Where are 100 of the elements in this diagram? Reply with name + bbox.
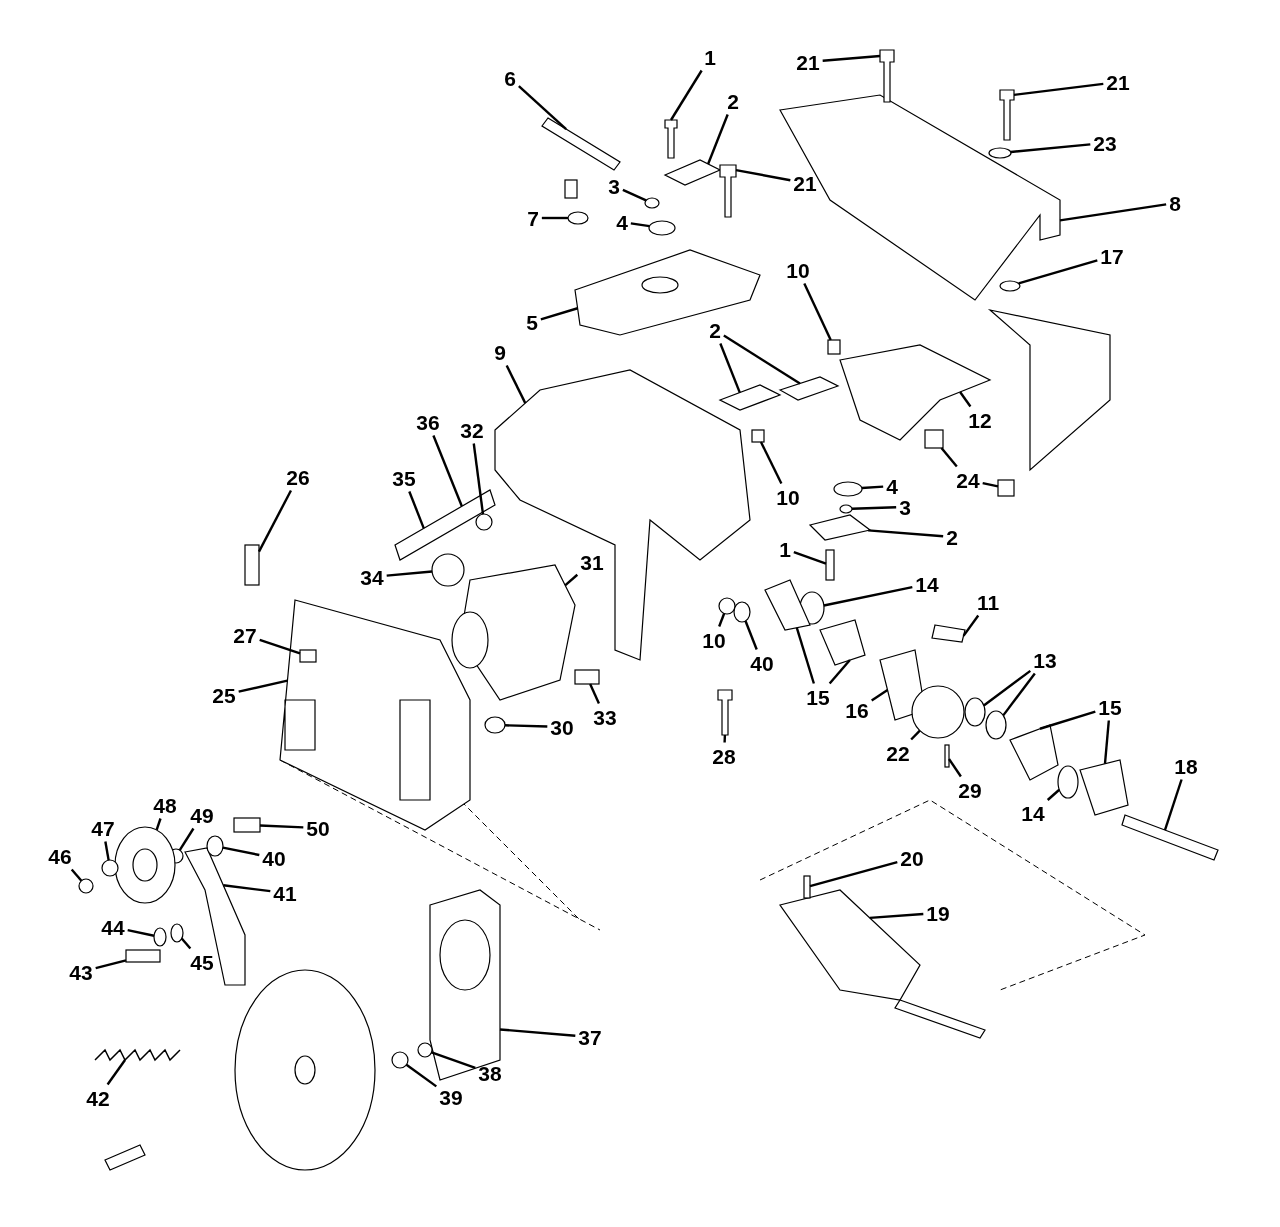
leader-line [518, 85, 567, 130]
callout-number: 21 [792, 171, 818, 195]
callout-number: 23 [1092, 131, 1118, 155]
leader-line [868, 529, 944, 538]
sprocket [431, 553, 465, 587]
wheel [234, 969, 376, 1171]
callout-number: 12 [967, 408, 993, 432]
housing [494, 369, 751, 661]
leader-line [793, 551, 827, 565]
callout-number: 16 [844, 698, 870, 722]
callout-number: 27 [232, 623, 258, 647]
washer [170, 923, 184, 943]
bolt [125, 949, 161, 963]
callout-number: 40 [261, 846, 287, 870]
leader-line [983, 669, 1032, 707]
callout-number: 10 [701, 628, 727, 652]
clamp-plate [808, 514, 872, 541]
bearing-cone [1009, 724, 1059, 781]
leader-line [1013, 82, 1104, 97]
idler-arm [184, 847, 246, 986]
callout-number: 8 [1168, 191, 1182, 215]
leader-line [723, 734, 727, 743]
leader-line [851, 506, 897, 510]
leader-line [735, 168, 791, 182]
callout-number: 44 [100, 915, 126, 939]
leader-line [823, 585, 913, 607]
pin [541, 117, 621, 171]
shaft [1121, 814, 1219, 861]
callout-number: 26 [285, 465, 311, 489]
callout-number: 28 [711, 744, 737, 768]
leader-line [155, 818, 162, 831]
bolt [931, 624, 966, 643]
spring [94, 1048, 181, 1062]
washer [417, 1042, 433, 1058]
leader-line [940, 447, 958, 468]
nut [997, 479, 1015, 497]
bolt [574, 669, 600, 685]
leader-line [405, 1063, 438, 1088]
leader-line [718, 613, 726, 627]
callout-number: 41 [272, 881, 298, 905]
leader-line [238, 679, 288, 693]
callout-number: 45 [189, 950, 215, 974]
bolt [104, 1144, 146, 1171]
callout-number: 42 [85, 1086, 111, 1110]
shaft [894, 999, 986, 1039]
callout-number: 35 [391, 466, 417, 490]
callout-number: 46 [47, 844, 73, 868]
leader-line [259, 824, 304, 829]
sprocket [475, 513, 493, 531]
callout-number: 24 [955, 468, 981, 492]
bearing-cone [764, 579, 811, 631]
callout-number: 4 [615, 210, 629, 234]
callout-number: 32 [459, 418, 485, 442]
bearing-cone [1079, 759, 1129, 816]
leader-line [541, 216, 568, 220]
callout-number: 19 [925, 901, 951, 925]
washer [206, 835, 224, 857]
pulley [114, 826, 176, 904]
callout-number: 40 [749, 651, 775, 675]
callout-number: 15 [805, 685, 831, 709]
leader-line [707, 114, 729, 165]
leader-line [982, 481, 999, 488]
bearing [1057, 765, 1079, 799]
leader-line [180, 937, 192, 950]
bolt [244, 544, 260, 586]
clamp-plate [663, 159, 722, 186]
callout-number: 34 [359, 565, 385, 589]
washer [733, 601, 751, 623]
nut [924, 429, 944, 449]
leader-line [223, 884, 271, 893]
bolt [233, 817, 261, 833]
bolt [879, 49, 895, 103]
leader-line [1039, 710, 1096, 730]
washer [648, 220, 676, 236]
leader-line [432, 435, 463, 507]
clamp-plate [718, 384, 782, 411]
washer [833, 481, 863, 497]
leader-line [795, 627, 815, 684]
washer [567, 211, 589, 225]
leader-line [222, 846, 260, 857]
nut [484, 716, 506, 734]
leader-line [723, 334, 801, 385]
washer [985, 710, 1007, 740]
leader-line [259, 638, 301, 655]
leader-line [910, 729, 921, 741]
leader-line [1059, 203, 1167, 222]
callout-number: 21 [795, 50, 821, 74]
leader-line [809, 860, 898, 888]
callout-number: 39 [438, 1085, 464, 1109]
leader-line [759, 441, 783, 485]
washer [153, 927, 167, 947]
callout-number: 2 [708, 318, 722, 342]
leader-line [540, 307, 578, 321]
callout-number: 21 [1105, 70, 1131, 94]
callout-number: 15 [1097, 695, 1123, 719]
sleeve [564, 179, 578, 199]
callout-number: 14 [914, 572, 940, 596]
leader-line [1103, 720, 1110, 764]
leader-line [630, 222, 650, 228]
callout-number: 33 [592, 705, 618, 729]
